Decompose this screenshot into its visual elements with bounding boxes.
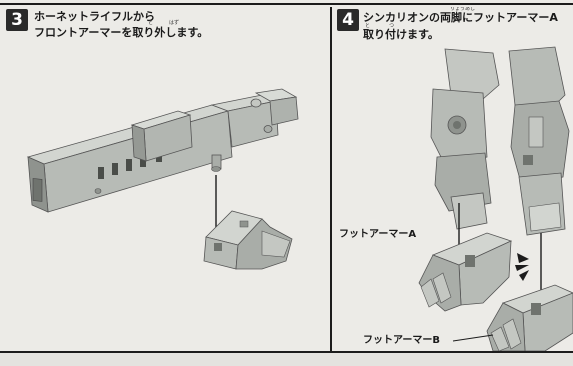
panel-divider bbox=[330, 7, 332, 351]
click-indicator-icon bbox=[515, 253, 529, 281]
footer-strip bbox=[0, 353, 573, 366]
step-number-badge: 4 bbox=[337, 9, 359, 31]
ruby-to: と bbox=[148, 20, 154, 26]
step-3-instruction-line-1: ホーネットライフルから bbox=[34, 10, 155, 23]
ruby-tsu: つ bbox=[389, 23, 395, 29]
foot-armor-a-label: フットアーマーA bbox=[339, 229, 417, 240]
rifle-part bbox=[26, 88, 299, 213]
step-4-instruction-line-2: 取り付けます。 bbox=[363, 28, 439, 41]
ruby-ryouashi: りょうあし bbox=[450, 7, 476, 12]
step-4-illustration bbox=[418, 46, 573, 351]
robot-legs bbox=[430, 46, 570, 236]
step-number-badge: 3 bbox=[6, 9, 28, 31]
step-3-illustration bbox=[26, 88, 299, 270]
foot-armor-a-part bbox=[418, 232, 513, 312]
front-armor-part bbox=[203, 210, 293, 270]
step-4-instruction-line-1: シンカリオンの両脚にフットアーマーA bbox=[363, 11, 558, 24]
bottom-rule bbox=[0, 351, 573, 353]
top-rule bbox=[0, 3, 573, 5]
ruby-hazu: はず bbox=[169, 20, 180, 26]
step-3-panel: 3 ホーネットライフルから と はず フロントアーマーを取り外します。 bbox=[0, 7, 330, 351]
foot-armor-b-label: フットアーマーB bbox=[363, 335, 441, 346]
step-3-instruction-line-2: フロントアーマーを取り外します。 bbox=[34, 26, 209, 39]
step-4-panel: 4 りょうあし シンカリオンの両脚にフットアーマーA と つ 取り付けます。 bbox=[333, 7, 573, 351]
label-leader-line bbox=[452, 334, 494, 342]
ruby-to: と bbox=[365, 23, 371, 29]
foot-armor-b-part bbox=[486, 284, 573, 351]
